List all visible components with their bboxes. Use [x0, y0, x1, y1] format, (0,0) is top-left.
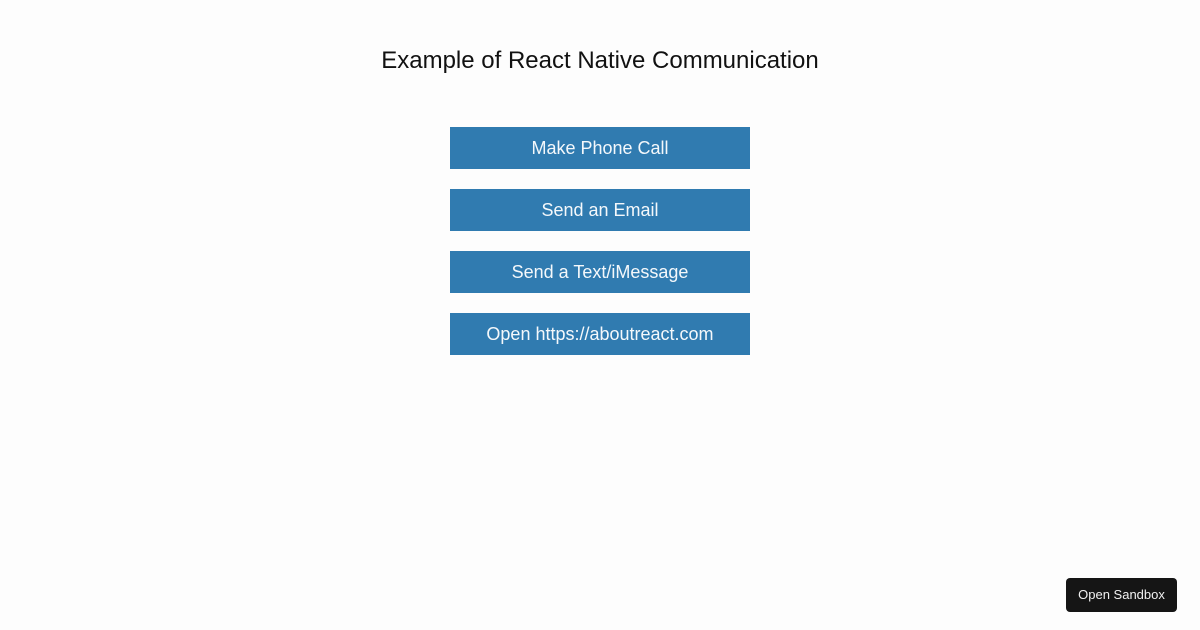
open-url-button[interactable]: Open https://aboutreact.com [450, 313, 750, 355]
send-text-button[interactable]: Send a Text/iMessage [450, 251, 750, 293]
make-phone-call-button[interactable]: Make Phone Call [450, 127, 750, 169]
open-sandbox-button[interactable]: Open Sandbox [1066, 578, 1177, 612]
send-email-button[interactable]: Send an Email [450, 189, 750, 231]
page-title: Example of React Native Communication [381, 47, 819, 74]
